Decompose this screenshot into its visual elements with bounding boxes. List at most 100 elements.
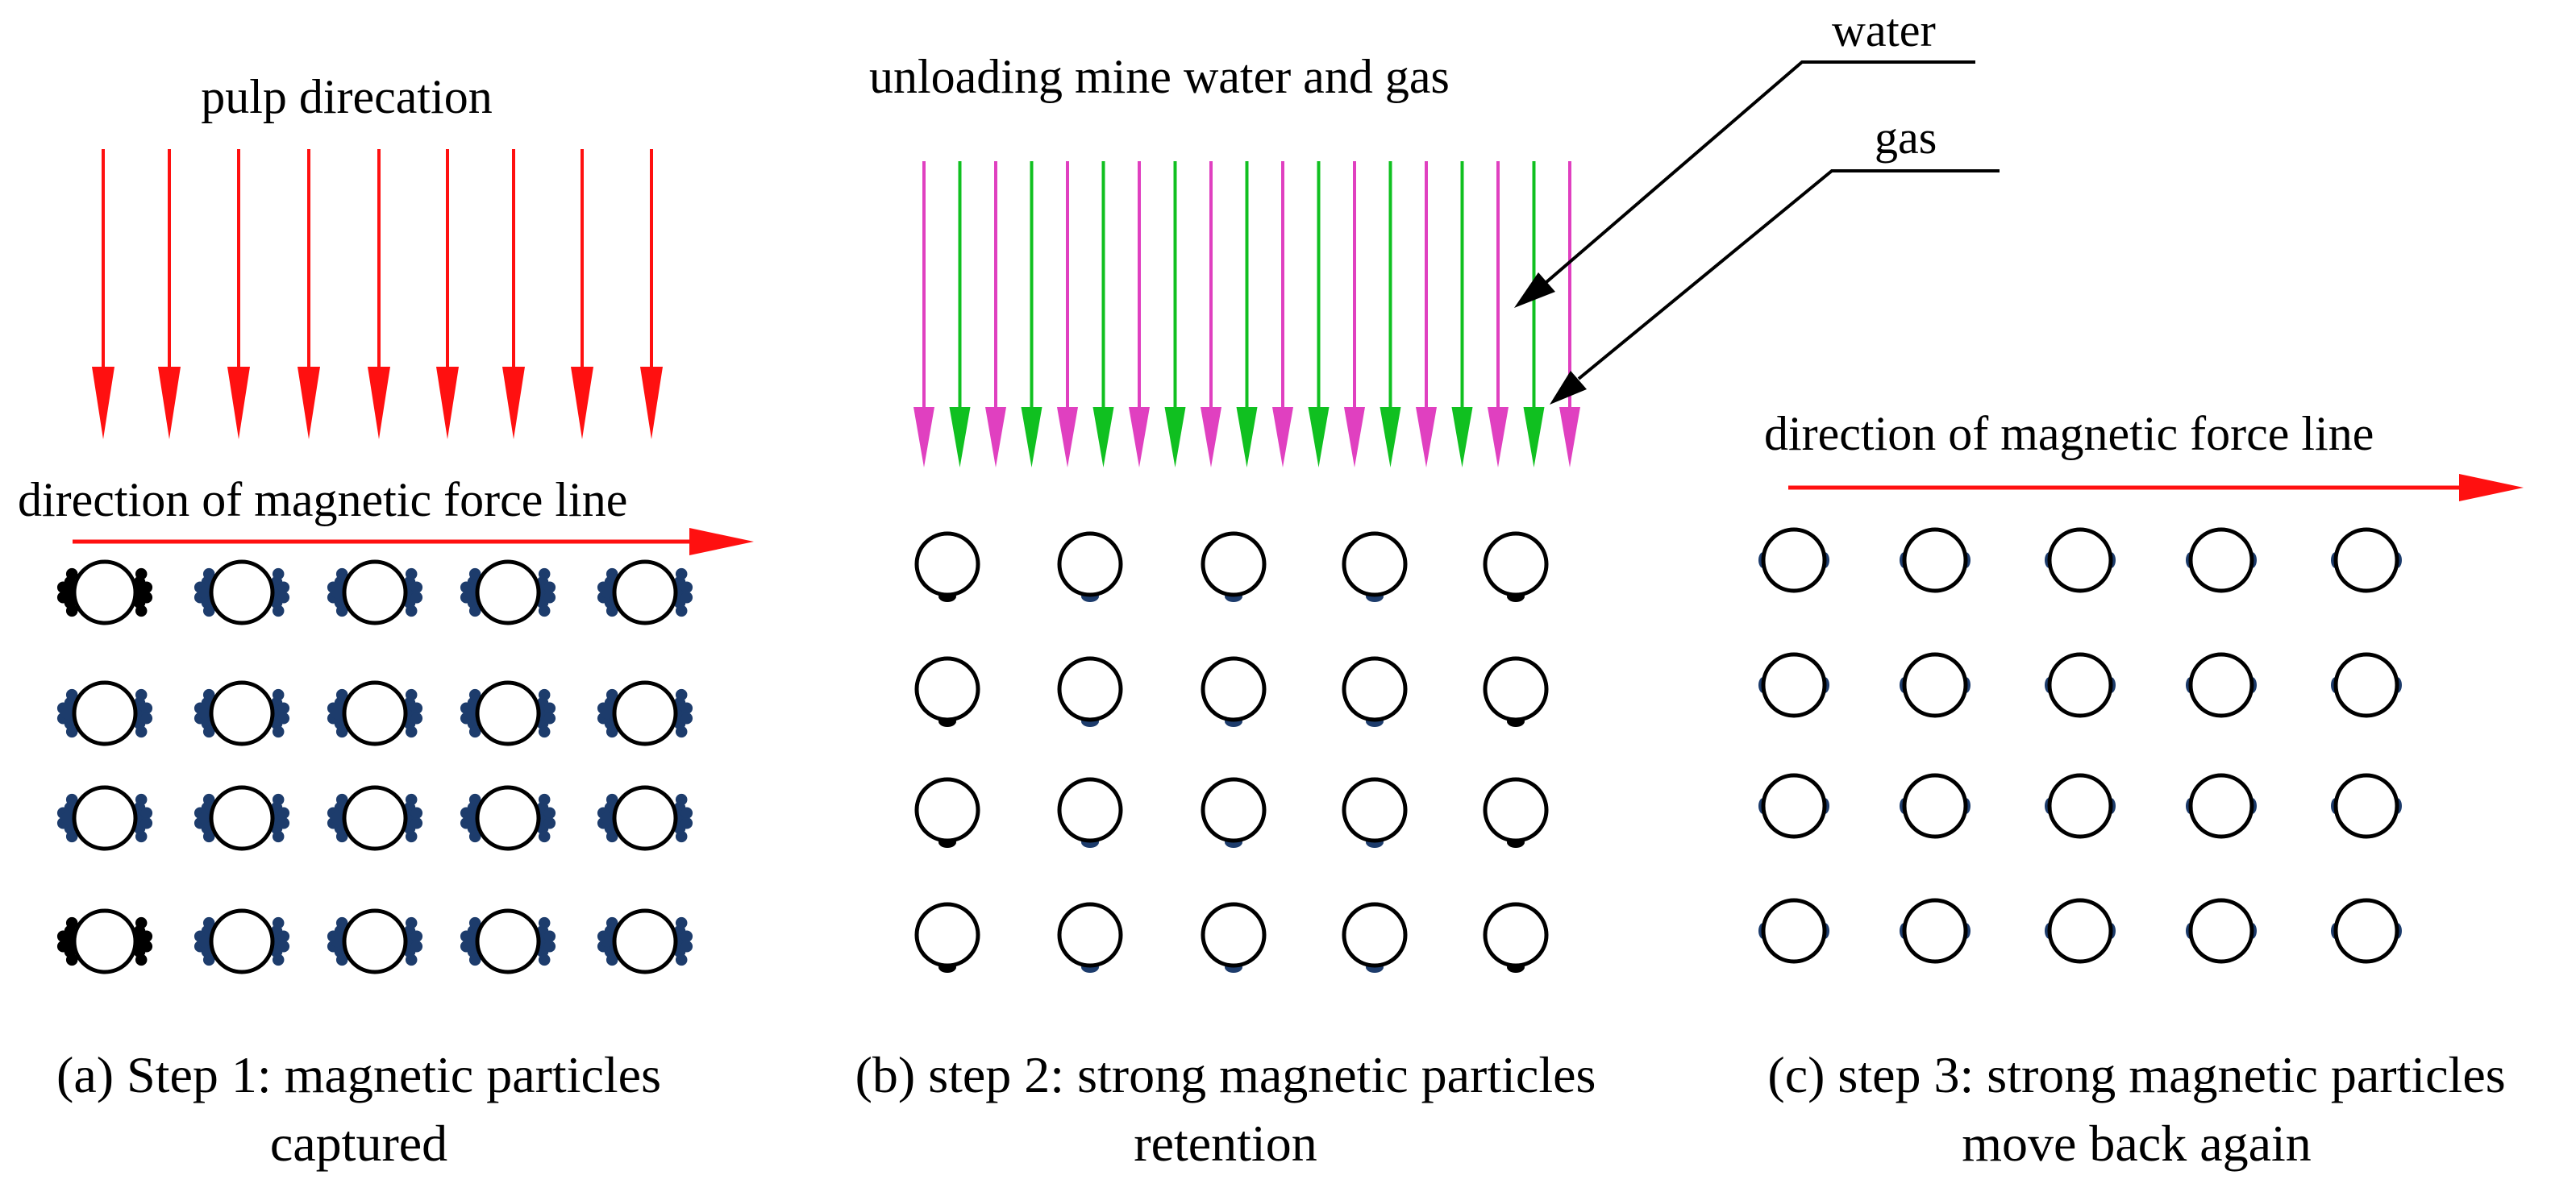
retained-particle bbox=[1201, 531, 1267, 602]
captured-particle-left-cluster-grain bbox=[468, 830, 481, 843]
water-arrow-head bbox=[1129, 407, 1150, 467]
captured-particle-left-cluster-grain bbox=[60, 935, 73, 948]
captured-particle-left-cluster-grain bbox=[331, 935, 343, 948]
retained-particle bbox=[914, 656, 980, 727]
released-particle bbox=[2331, 527, 2402, 593]
released-particle bbox=[2331, 652, 2402, 718]
captured-particle-left-cluster-grain bbox=[202, 830, 215, 843]
retained-particle-body bbox=[1201, 531, 1267, 597]
captured-particle-left-cluster-grain bbox=[335, 688, 348, 701]
gas-arrow bbox=[1308, 161, 1330, 467]
captured-particle-left-cluster-grain bbox=[60, 707, 73, 720]
panel-b-flow-label: unloading mine water and gas bbox=[869, 50, 1450, 103]
captured-particle-right-cluster-grain bbox=[140, 592, 153, 604]
captured-particle-right-cluster-grain bbox=[680, 807, 693, 819]
retained-particle-body bbox=[1483, 531, 1549, 597]
pulp-arrow bbox=[92, 149, 114, 439]
captured-particle-left-cluster-grain bbox=[468, 688, 481, 701]
retained-particle-body bbox=[1483, 656, 1549, 722]
released-particle-body bbox=[2188, 527, 2254, 593]
panel-c-caption-line2: move back again bbox=[1962, 1115, 2312, 1172]
captured-particle-body bbox=[72, 680, 138, 746]
released-particle-body bbox=[1902, 652, 1968, 718]
retained-particle-body bbox=[1483, 777, 1549, 843]
captured-particle-right-cluster-grain bbox=[135, 725, 148, 738]
released-particle bbox=[1900, 652, 1970, 718]
captured-particle bbox=[597, 559, 693, 625]
panel-c-field-arrow bbox=[1788, 474, 2524, 501]
captured-particle-left-cluster-grain bbox=[601, 586, 613, 599]
captured-particle bbox=[327, 785, 423, 851]
gas-arrow bbox=[1021, 161, 1042, 467]
captured-particle-left-cluster-grain bbox=[601, 707, 613, 720]
water-arrow bbox=[1559, 161, 1580, 467]
captured-particle-body bbox=[209, 785, 275, 851]
captured-particle bbox=[194, 785, 290, 851]
captured-particle-left-cluster-grain bbox=[65, 793, 78, 806]
gas-leader-arrowhead bbox=[1550, 371, 1587, 405]
gas-arrow-head bbox=[1092, 407, 1114, 467]
captured-particle-right-cluster-grain bbox=[538, 725, 551, 738]
retained-particle-body bbox=[914, 902, 980, 968]
gas-callout: gas bbox=[1550, 111, 2000, 405]
captured-particle-right-cluster-grain bbox=[405, 567, 418, 580]
captured-particle-left-cluster-grain bbox=[601, 935, 613, 948]
captured-particle-right-cluster-grain bbox=[410, 941, 423, 953]
retained-particle bbox=[1057, 531, 1123, 602]
captured-particle-left-cluster-grain bbox=[464, 586, 476, 599]
captured-particle-left-cluster-grain bbox=[606, 916, 618, 929]
captured-particle-left-cluster-grain bbox=[202, 916, 215, 929]
captured-particle-right-cluster-grain bbox=[543, 592, 556, 604]
captured-particle-right-cluster-grain bbox=[675, 916, 688, 929]
captured-particle-right-cluster-grain bbox=[410, 930, 423, 942]
captured-particle-right-cluster-grain bbox=[140, 807, 153, 819]
captured-particle-left-cluster-grain bbox=[335, 793, 348, 806]
captured-particle-left-cluster-grain bbox=[202, 604, 215, 617]
captured-particle-right-cluster-grain bbox=[272, 916, 285, 929]
captured-particle-left-cluster-grain bbox=[202, 725, 215, 738]
captured-particle-left-cluster-grain bbox=[606, 953, 618, 966]
water-arrow-head bbox=[1416, 407, 1437, 467]
captured-particle-right-cluster-grain bbox=[538, 953, 551, 966]
captured-particle-right-cluster-grain bbox=[680, 930, 693, 942]
panel-b-particle-grid bbox=[914, 531, 1549, 973]
pulp-arrow-head bbox=[368, 367, 390, 439]
captured-particle-right-cluster-grain bbox=[680, 702, 693, 714]
captured-particle-left-cluster-grain bbox=[65, 604, 78, 617]
captured-particle-right-cluster-grain bbox=[675, 953, 688, 966]
captured-particle-body bbox=[342, 559, 408, 625]
captured-particle-right-cluster-grain bbox=[135, 567, 148, 580]
captured-particle-right-cluster-grain bbox=[410, 712, 423, 725]
captured-particle-left-cluster-grain bbox=[335, 725, 348, 738]
panel-a-particle-grid bbox=[56, 559, 693, 974]
retained-particle-body bbox=[914, 656, 980, 722]
captured-particle-right-cluster-grain bbox=[272, 953, 285, 966]
captured-particle-body bbox=[475, 680, 541, 746]
captured-particle-right-cluster-grain bbox=[405, 793, 418, 806]
water-arrow bbox=[1201, 161, 1221, 467]
captured-particle-right-cluster-grain bbox=[538, 567, 551, 580]
pulp-arrow-head bbox=[502, 367, 525, 439]
captured-particle-left-cluster-grain bbox=[468, 793, 481, 806]
panel-c-field-label: direction of magnetic force line bbox=[1764, 407, 2374, 460]
captured-particle-left-cluster-grain bbox=[464, 812, 476, 825]
captured-particle bbox=[56, 680, 153, 746]
panel-a-field-arrow bbox=[73, 528, 754, 555]
water-arrow bbox=[1129, 161, 1150, 467]
captured-particle-right-cluster-grain bbox=[272, 830, 285, 843]
captured-particle-right-cluster-grain bbox=[543, 817, 556, 829]
panel-c-caption-line1: (c) step 3: strong magnetic particles bbox=[1767, 1046, 2505, 1103]
captured-particle-right-cluster-grain bbox=[680, 581, 693, 593]
captured-particle bbox=[56, 785, 153, 851]
released-particle-body bbox=[2047, 652, 2113, 718]
captured-particle-right-cluster-grain bbox=[410, 592, 423, 604]
captured-particle-right-cluster-grain bbox=[140, 581, 153, 593]
retained-particle-body bbox=[1201, 777, 1267, 843]
released-particle-body bbox=[2333, 652, 2399, 718]
captured-particle bbox=[597, 785, 693, 851]
released-particle bbox=[2045, 898, 2116, 964]
captured-particle-body bbox=[342, 680, 408, 746]
captured-particle bbox=[56, 559, 153, 625]
